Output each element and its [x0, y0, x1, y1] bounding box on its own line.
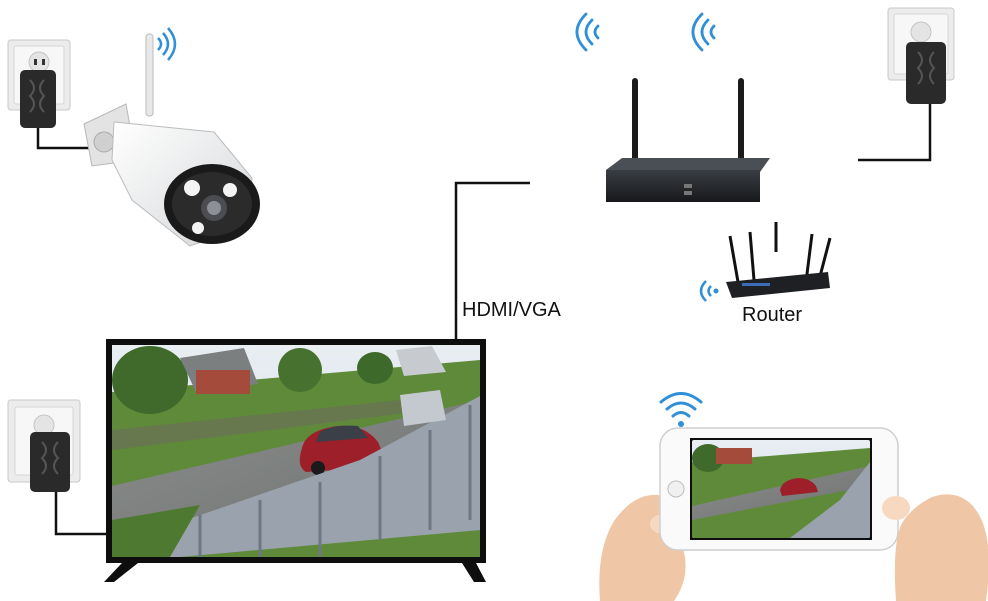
wifi-signal-icon — [659, 392, 703, 427]
tv-monitor-icon — [104, 339, 486, 582]
nvr-power-cable — [858, 102, 932, 162]
wifi-signal-icon — [575, 12, 600, 52]
nvr-recorder-icon — [606, 78, 770, 202]
power-adapter-icon — [20, 70, 56, 128]
wifi-signal-icon — [157, 27, 177, 61]
hdmi-vga-label: HDMI/VGA — [462, 299, 561, 321]
wifi-router-icon — [726, 222, 832, 298]
wifi-signal-icon — [699, 280, 719, 302]
power-adapter-icon — [906, 42, 946, 104]
router-label: Router — [742, 304, 803, 326]
wifi-signal-icon — [691, 12, 716, 52]
hdmi-vga-cable — [454, 181, 530, 345]
bullet-camera-icon — [83, 33, 260, 247]
hand-icon — [882, 494, 988, 601]
smartphone-icon — [659, 427, 899, 551]
tv-power-cable — [54, 486, 112, 536]
phone-camera-feed — [692, 440, 870, 538]
power-adapter-icon — [30, 432, 70, 492]
camera-feed-view — [112, 345, 480, 557]
